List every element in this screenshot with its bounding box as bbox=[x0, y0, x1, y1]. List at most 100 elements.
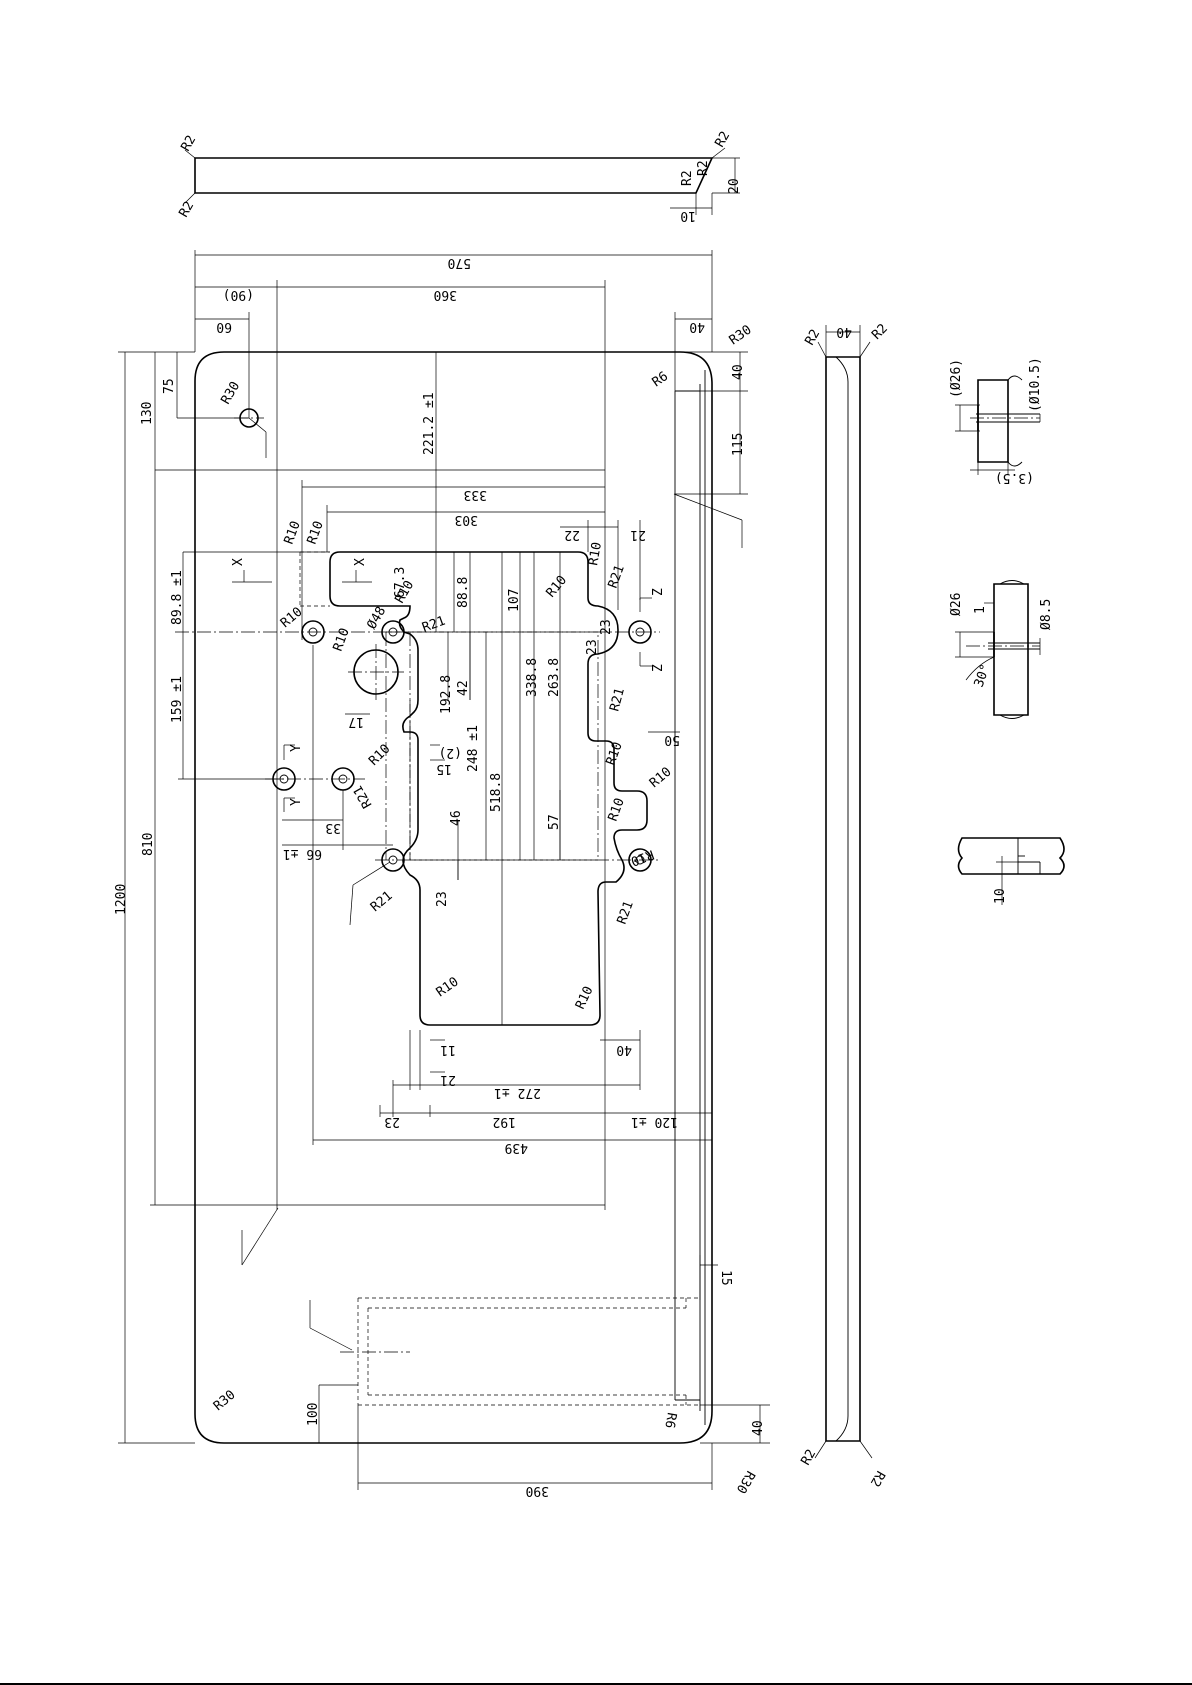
section-y-top: Y bbox=[289, 744, 304, 752]
dim-333: 333 bbox=[464, 487, 487, 502]
dim-r10-f: R10 bbox=[544, 573, 571, 601]
dim-r10-l: R10 bbox=[434, 975, 462, 1001]
dim-r2-bottom-left: R2 bbox=[176, 199, 197, 220]
dim-r30-top-right: R30 bbox=[727, 323, 755, 349]
dim-90-ref: (90) bbox=[223, 287, 254, 302]
dim-1200: 1200 bbox=[114, 884, 129, 915]
dim-r2-side-top-left: R2 bbox=[802, 327, 823, 348]
page-bottom-rule bbox=[0, 1683, 1192, 1685]
dim-30-degrees: 30° bbox=[972, 662, 994, 689]
dim-115: 115 bbox=[731, 433, 746, 456]
dim-10-detail: 10 bbox=[993, 888, 1008, 904]
dim-40-side: 40 bbox=[836, 324, 852, 339]
dim-r30-bottom-right: R30 bbox=[733, 1468, 758, 1496]
section-z-bottom: Z bbox=[651, 664, 666, 672]
dim-17: 17 bbox=[348, 714, 364, 729]
dim-r10-i: R10 bbox=[604, 740, 626, 767]
dim-50: 50 bbox=[664, 732, 680, 747]
dim-r2-top-left: R2 bbox=[178, 133, 199, 154]
dim-r6-top-right: R6 bbox=[650, 369, 671, 390]
dim-phi26-ref: (Ø26) bbox=[949, 359, 964, 398]
dim-57: 57 bbox=[547, 814, 562, 830]
section-z-top: Z bbox=[651, 588, 666, 596]
dim-272: 272 ±1 bbox=[494, 1085, 541, 1100]
dim-15-low: 15 bbox=[718, 1270, 733, 1286]
dim-33: 33 bbox=[325, 820, 341, 835]
dim-r2-side-bottom-right: R2 bbox=[867, 1468, 888, 1489]
dim-40-mid: 40 bbox=[616, 1042, 632, 1057]
dim-r21-a: R21 bbox=[420, 614, 447, 636]
dim-phi8-5: Ø8.5 bbox=[1039, 599, 1054, 630]
dim-570: 570 bbox=[448, 255, 471, 270]
dim-r21-d: R21 bbox=[351, 783, 376, 811]
dim-r2-top-right: R2 bbox=[712, 129, 733, 150]
section-y-bottom: Y bbox=[289, 798, 304, 806]
dim-15: 15 bbox=[436, 761, 452, 776]
dim-r10-g: R10 bbox=[586, 541, 605, 567]
dim-248: 248 ±1 bbox=[466, 725, 481, 772]
dim-518-8: 518.8 bbox=[489, 773, 504, 812]
dim-23-a: 23 bbox=[585, 639, 600, 655]
dim-60: 60 bbox=[216, 319, 232, 334]
dim-1: 1 bbox=[973, 606, 988, 614]
vertical-dimensions-left bbox=[118, 351, 770, 1444]
dim-439: 439 bbox=[505, 1140, 528, 1155]
dim-159: 159 ±1 bbox=[170, 676, 185, 723]
dim-20: 20 bbox=[727, 178, 742, 194]
dim-42: 42 bbox=[456, 680, 471, 696]
dim-21-top: 21 bbox=[630, 527, 646, 542]
dim-23-bottom: 23 bbox=[384, 1114, 400, 1129]
dim-r30-bottom-left: R30 bbox=[211, 1387, 239, 1414]
dim-75: 75 bbox=[162, 378, 177, 394]
section-x-left: X bbox=[231, 558, 246, 566]
dim-r10-m: R10 bbox=[573, 984, 597, 1012]
dim-360: 360 bbox=[434, 287, 457, 302]
dim-23-b: 23 bbox=[599, 619, 614, 635]
dim-67-3: 67.3 bbox=[393, 567, 408, 598]
dim-40-right: 40 bbox=[731, 364, 746, 380]
dim-r21-b: R21 bbox=[606, 563, 628, 590]
dim-390: 390 bbox=[526, 1483, 549, 1498]
dim-130: 130 bbox=[140, 402, 155, 425]
dim-810: 810 bbox=[141, 833, 156, 856]
dim-r10-a: R10 bbox=[282, 519, 304, 546]
top-edge-view bbox=[184, 147, 740, 215]
dim-r21-f: R21 bbox=[615, 899, 637, 926]
detail-y bbox=[957, 837, 1065, 905]
section-x-right: X bbox=[353, 558, 368, 566]
dim-88-8: 88.8 bbox=[456, 577, 471, 608]
dim-r2-side-bottom-left: R2 bbox=[798, 1447, 819, 1468]
dim-phi10-5-ref: (Ø10.5) bbox=[1028, 357, 1043, 412]
dim-r10-d: R10 bbox=[331, 626, 353, 653]
dim-21-mid: 21 bbox=[440, 1072, 456, 1087]
dim-r10-h: R10 bbox=[366, 742, 393, 769]
detail-z bbox=[955, 580, 1041, 719]
table-top-plan bbox=[175, 351, 743, 1444]
dim-40-top: 40 bbox=[689, 319, 705, 334]
dim-phi26: Ø26 bbox=[949, 593, 964, 616]
dim-r2-edge-b: R2 bbox=[696, 160, 711, 176]
dim-192: 192 bbox=[493, 1114, 516, 1129]
dim-338-8: 338.8 bbox=[525, 658, 540, 697]
dim-r30-hole: R30 bbox=[218, 379, 243, 407]
dim-107: 107 bbox=[507, 589, 522, 612]
dim-r21-e: R21 bbox=[368, 888, 396, 915]
dim-22: 22 bbox=[564, 527, 580, 542]
dim-66: 66 ±1 bbox=[283, 846, 322, 861]
side-edge-view bbox=[814, 325, 873, 1459]
dim-r6-bottom-right: R6 bbox=[661, 1411, 678, 1429]
dim-r21-c: R21 bbox=[607, 686, 628, 713]
dim-40-bottom-right: 40 bbox=[751, 1420, 766, 1436]
dim-263-8: 263.8 bbox=[547, 658, 562, 697]
dim-10-top: 10 bbox=[680, 208, 696, 223]
detail-x bbox=[955, 375, 1041, 475]
dim-r2-side-top-right: R2 bbox=[869, 321, 891, 343]
horizontal-dimensions-lower bbox=[282, 645, 718, 1490]
dim-phi48: Ø48 bbox=[364, 604, 389, 632]
dim-46: 46 bbox=[449, 810, 464, 826]
dim-120: 120 ±1 bbox=[631, 1114, 678, 1129]
dim-3-5-ref: (3.5) bbox=[995, 470, 1034, 485]
horizontal-dimensions bbox=[194, 250, 713, 1210]
dim-r10-k: R10 bbox=[606, 796, 628, 823]
